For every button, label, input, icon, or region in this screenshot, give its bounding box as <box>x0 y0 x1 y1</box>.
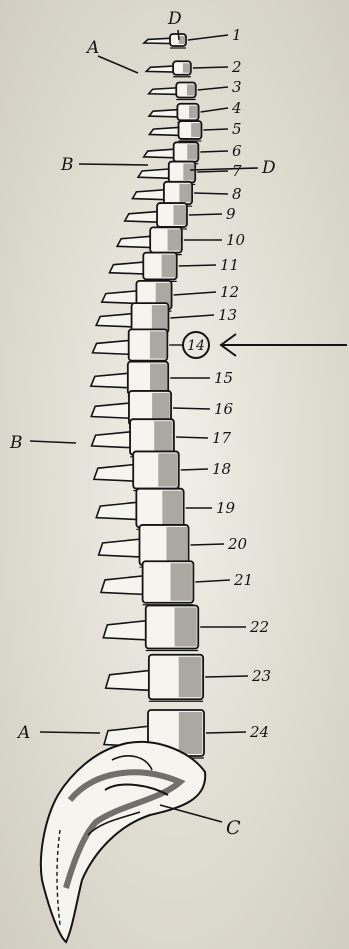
label-c: C <box>226 817 241 839</box>
leader-line <box>206 732 246 733</box>
vertebra-number-label: 13 <box>218 306 237 324</box>
vertebra-number-label: 5 <box>232 120 242 138</box>
vertebra-number-label: 9 <box>226 205 236 223</box>
vertebra-number-label: 12 <box>220 283 239 301</box>
vertebra-number-label: 22 <box>249 618 269 636</box>
leader-line <box>189 214 222 215</box>
leader-line <box>194 193 228 194</box>
vertebra-number-label: 23 <box>251 667 271 685</box>
vertebra-number-label: 15 <box>214 369 233 387</box>
vertebra-number-label: 4 <box>231 99 242 117</box>
vertebra-number-label: 19 <box>216 499 236 517</box>
vertebra-number-label: 14 <box>187 338 205 354</box>
label-b-lower: B <box>9 433 23 453</box>
vertebra-number-label: 7 <box>232 162 242 180</box>
label-b-upper: B <box>60 155 74 175</box>
leader-line <box>200 151 228 152</box>
label-d-top: D <box>167 9 182 29</box>
vertebra-number-label: 8 <box>232 185 242 203</box>
leader-line <box>191 544 224 545</box>
leader-line <box>181 469 208 470</box>
vertebra-number-label: 11 <box>220 256 239 274</box>
leader-line <box>173 408 210 409</box>
vertebra-number-label: 18 <box>212 460 231 478</box>
vertebra-number-label: 2 <box>231 58 242 76</box>
vertebra-number-label: 24 <box>249 723 269 741</box>
vertebra-number-label: 20 <box>227 535 248 553</box>
label-d-right: D <box>261 158 276 178</box>
leader-line <box>176 437 208 438</box>
leader-line <box>205 676 248 677</box>
label-a-top: A <box>85 38 99 58</box>
vertebra-number-label: 17 <box>212 429 232 447</box>
vertebra-number-label: 3 <box>232 78 242 96</box>
vertebra-number-label: 10 <box>226 231 246 249</box>
leader-line <box>193 67 228 68</box>
vertebra-number-label: 6 <box>232 142 242 160</box>
leader-line <box>203 129 228 130</box>
label-a-lower: A <box>16 723 30 743</box>
vertebra-number-label: 1 <box>232 26 242 44</box>
leader-line <box>179 265 216 266</box>
vertebra-number-label: 16 <box>214 400 234 418</box>
vertebra-number-label: 21 <box>233 571 253 589</box>
leader-line <box>197 171 228 172</box>
